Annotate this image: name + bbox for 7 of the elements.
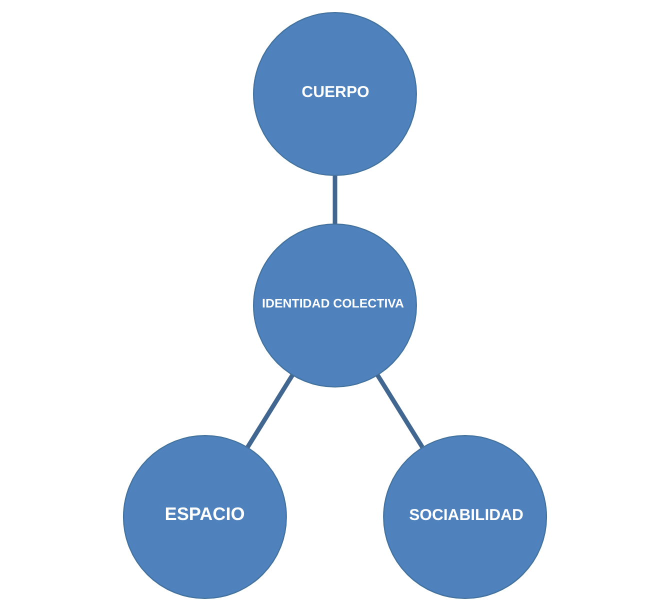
node-circle: IDENTIDAD COLECTIVA	[253, 224, 417, 388]
connector	[376, 374, 424, 448]
connector	[246, 374, 294, 448]
node-circle: SOCIABILIDAD	[383, 434, 548, 599]
connector	[332, 176, 338, 224]
node-circle: ESPACIO	[122, 434, 287, 599]
node-circle: CUERPO	[253, 12, 417, 176]
